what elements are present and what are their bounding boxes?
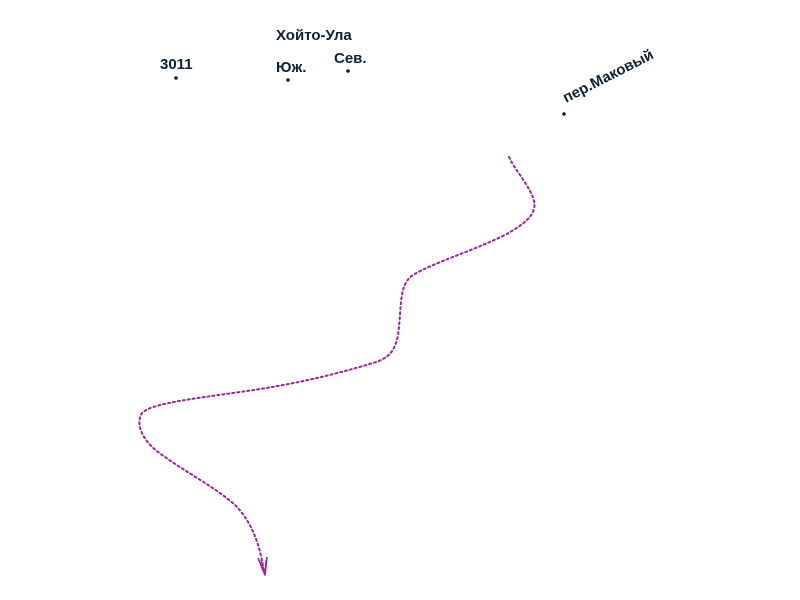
label-3011[interactable]: 3011 xyxy=(159,55,195,75)
point-makovy-marker[interactable] xyxy=(562,112,566,116)
point-yuzh-marker[interactable] xyxy=(286,78,290,82)
point-3011-marker[interactable] xyxy=(174,76,178,80)
label-sev[interactable]: Сев. xyxy=(333,49,369,69)
label-yuzh[interactable]: Юж. xyxy=(275,58,308,78)
point-sev-marker[interactable] xyxy=(346,69,350,73)
route-line xyxy=(138,156,536,573)
label-makovy[interactable]: пер.Маковый xyxy=(559,45,658,108)
arrow-head-icon xyxy=(257,556,268,576)
label-khoito-ula[interactable]: Хойто-Ула xyxy=(275,26,354,46)
